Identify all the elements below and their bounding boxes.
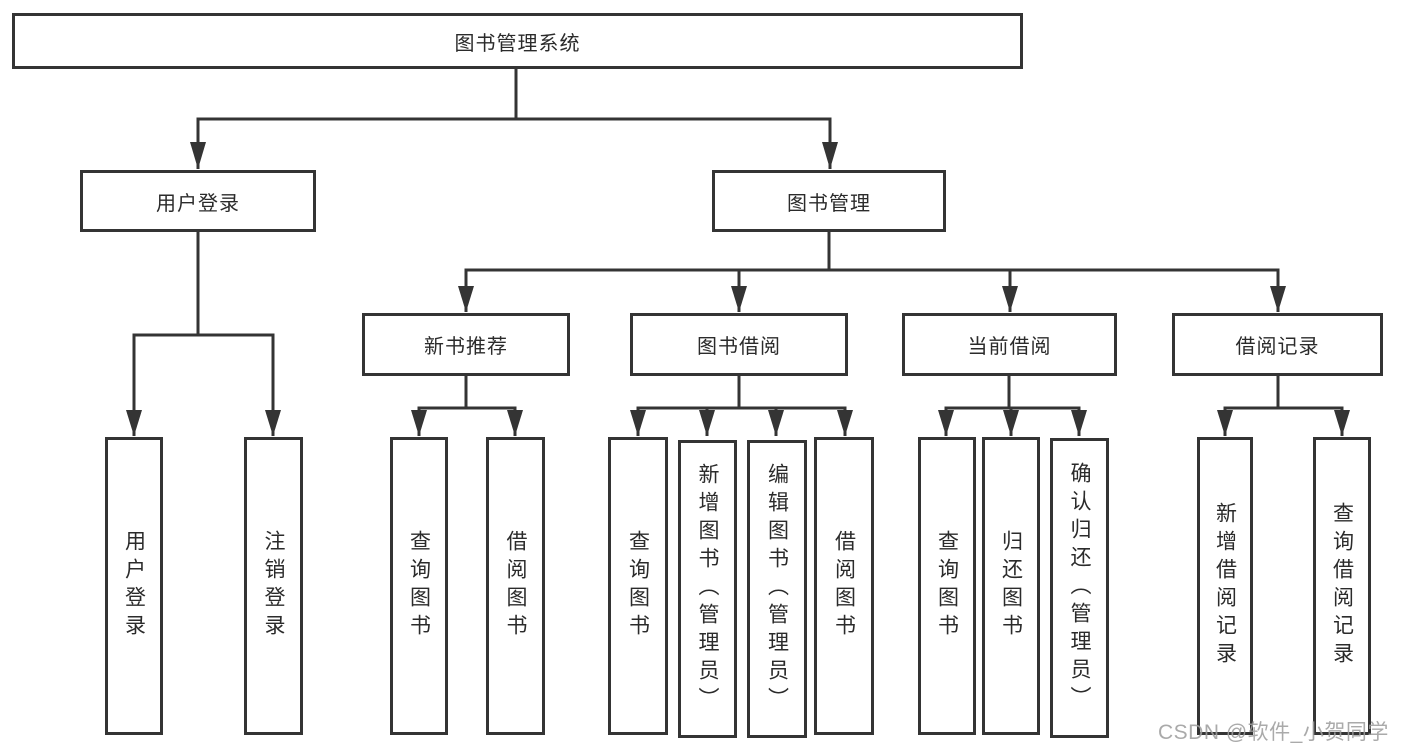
node-current-borrowing: 当前借阅 [902, 313, 1117, 376]
leaf-query-books-1: 查询图书 [390, 437, 448, 735]
leaf-add-books-admin: 新增图书（管理员） [678, 440, 737, 738]
leaf-borrow-books-2: 借阅图书 [814, 437, 874, 735]
leaf-query-books-1-label: 查询图书 [407, 530, 431, 642]
leaf-edit-books-admin: 编辑图书（管理员） [747, 440, 807, 738]
leaf-query-books-3-label: 查询图书 [935, 530, 959, 642]
connector-user-login-children [132, 232, 275, 436]
leaf-logout: 注销登录 [244, 437, 303, 735]
leaf-add-books-admin-label: 新增图书（管理员） [696, 463, 719, 715]
node-root-label: 图书管理系统 [454, 32, 581, 55]
leaf-query-borrow-record-label: 查询借阅记录 [1330, 502, 1354, 670]
leaf-confirm-return-admin: 确认归还（管理员） [1050, 438, 1109, 738]
leaf-logout-label: 注销登录 [262, 530, 285, 642]
connector-book-borrowing-children [636, 376, 847, 436]
node-borrowing-records: 借阅记录 [1172, 313, 1383, 376]
watermark: CSDN @软件_小贺同学 [1158, 721, 1389, 744]
node-new-book-recommend-label: 新书推荐 [424, 336, 508, 358]
leaf-edit-books-admin-label: 编辑图书（管理员） [765, 463, 789, 715]
leaf-add-borrow-record-label: 新增借阅记录 [1213, 502, 1237, 670]
leaf-user-login-label: 用户登录 [122, 530, 146, 642]
leaf-query-books-2-label: 查询图书 [626, 530, 650, 642]
node-book-management: 图书管理 [712, 170, 946, 232]
leaf-borrow-books-2-label: 借阅图书 [832, 530, 856, 642]
node-user-login-label: 用户登录 [156, 192, 240, 215]
node-user-login: 用户登录 [80, 170, 316, 232]
connector-new-book-children [417, 376, 517, 436]
connector-book-management-children [464, 232, 1280, 312]
leaf-return-books-label: 归还图书 [999, 530, 1023, 642]
connector-borrowing-records-children [1223, 376, 1344, 436]
node-book-borrowing: 图书借阅 [630, 313, 848, 376]
leaf-return-books: 归还图书 [982, 437, 1040, 735]
leaf-borrow-books-1: 借阅图书 [486, 437, 545, 735]
node-book-borrowing-label: 图书借阅 [697, 336, 781, 358]
leaf-query-books-2: 查询图书 [608, 437, 668, 735]
node-root: 图书管理系统 [12, 13, 1023, 69]
node-new-book-recommend: 新书推荐 [362, 313, 570, 376]
leaf-add-borrow-record: 新增借阅记录 [1197, 437, 1253, 735]
leaf-query-borrow-record: 查询借阅记录 [1313, 437, 1371, 735]
leaf-query-books-3: 查询图书 [918, 437, 976, 735]
connector-arrowheads [126, 142, 1350, 436]
leaf-confirm-return-admin-label: 确认归还（管理员） [1068, 462, 1091, 714]
leaf-user-login: 用户登录 [105, 437, 163, 735]
connector-root-to-level2 [196, 69, 832, 169]
node-current-borrowing-label: 当前借阅 [967, 336, 1052, 358]
leaf-borrow-books-1-label: 借阅图书 [504, 530, 527, 642]
node-book-management-label: 图书管理 [787, 192, 871, 215]
node-borrowing-records-label: 借阅记录 [1235, 336, 1320, 358]
